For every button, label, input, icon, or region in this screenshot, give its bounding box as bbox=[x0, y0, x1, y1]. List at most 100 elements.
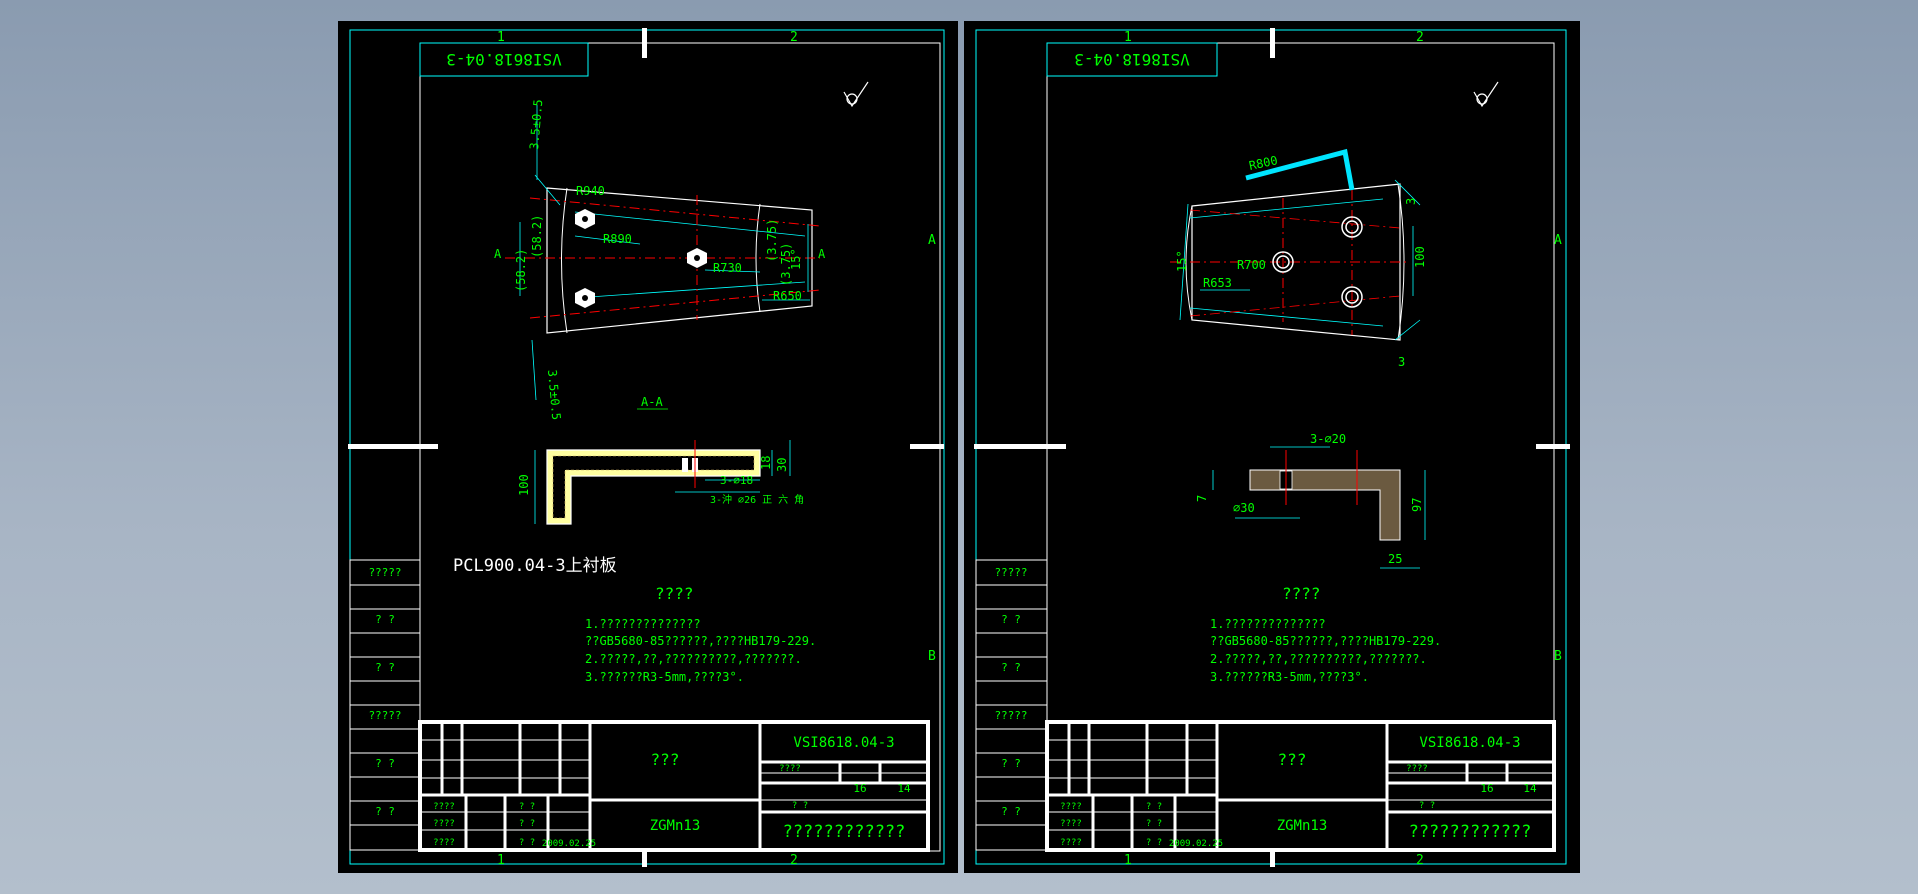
side-label: ? ? bbox=[375, 757, 395, 770]
side-label: ? ? bbox=[1001, 613, 1021, 626]
section-mark-a-right: A bbox=[818, 247, 826, 261]
side-label: ????? bbox=[994, 709, 1027, 722]
grid-label-col1-bottom: 1 bbox=[1124, 853, 1132, 868]
title-company: ???????????? bbox=[783, 822, 906, 842]
note-line-1: 1.?????????????? bbox=[585, 617, 701, 631]
grid-label-rowB: B bbox=[1554, 649, 1562, 664]
side-label: ? ? bbox=[375, 805, 395, 818]
notes-title: ???? bbox=[1282, 584, 1321, 603]
mirror-code-text: VSI8618.04-3 bbox=[446, 50, 562, 69]
side-label: ? ? bbox=[375, 661, 395, 674]
grid-mark-bottom bbox=[1270, 852, 1275, 867]
grid-mark-top bbox=[1270, 28, 1275, 58]
side-label: ????? bbox=[994, 566, 1027, 579]
grid-mark-left bbox=[348, 444, 438, 449]
dim-r890: R890 bbox=[603, 232, 632, 246]
sec-dim-h100: 100 bbox=[517, 474, 531, 496]
side-label: ????? bbox=[368, 566, 401, 579]
grid-mark-right bbox=[910, 444, 944, 449]
title-date: 2009.02.25 bbox=[1169, 839, 1223, 849]
title-material: ZGMn13 bbox=[650, 818, 701, 834]
notes-title: ???? bbox=[655, 584, 694, 603]
title-cell: ? ? bbox=[792, 801, 808, 811]
sec-dim-holes: 3-∅18 bbox=[720, 474, 753, 487]
dim-r730: R730 bbox=[713, 261, 742, 275]
title-cell: ???? bbox=[1406, 764, 1428, 774]
title-cell: ? ? bbox=[1146, 838, 1162, 848]
note-line-2: ??GB5680-85??????,????HB179-229. bbox=[585, 634, 816, 648]
title-weight: 14 bbox=[1523, 782, 1537, 795]
section-view-left: A-A 100 30 18 3-∅18 3-沖 ∅26 正 六 角 bbox=[517, 395, 804, 525]
sec-dim-w30: 30 bbox=[775, 458, 789, 472]
dim-100: 100 bbox=[1413, 246, 1427, 268]
title-quantity: 16 bbox=[1480, 782, 1493, 795]
dim-angle: 15° bbox=[1175, 250, 1189, 272]
grid-label-col1: 1 bbox=[497, 30, 505, 45]
dim-r653: R653 bbox=[1203, 276, 1232, 290]
title-cell: ? ? bbox=[519, 819, 535, 829]
title-cell: ? ? bbox=[1419, 801, 1435, 811]
dim-375-b: (3.75) bbox=[779, 243, 793, 286]
title-block: VSI8618.04-3 ??? ZGMn13 ???????????? 16 … bbox=[1045, 720, 1556, 852]
sec-dim-hex-holes: 3-沖 ∅26 正 六 角 bbox=[710, 493, 804, 506]
dim-r940: R940 bbox=[576, 184, 605, 198]
dim-375-a: (3.75) bbox=[765, 219, 779, 262]
dim-58-a: (58.2) bbox=[514, 249, 528, 292]
grid-label-col2-bottom: 2 bbox=[1416, 853, 1424, 868]
part-name: PCL900.04-3上衬板 bbox=[453, 556, 617, 576]
side-label-column: ????? ? ? ? ? ????? ? ? ? ? bbox=[349, 559, 421, 851]
side-label: ? ? bbox=[1001, 661, 1021, 674]
title-company: ???????????? bbox=[1409, 822, 1532, 842]
mirror-code-text: VSI8618.04-3 bbox=[1074, 50, 1190, 69]
title-weight: 14 bbox=[897, 782, 911, 795]
section-title: A-A bbox=[641, 395, 663, 409]
plan-view-left: 3.5±0.5 3.5±0.5 R940 R890 R730 R650 (58.… bbox=[494, 99, 826, 421]
grid-label-rowA: A bbox=[928, 233, 936, 248]
grid-mark-right bbox=[1536, 444, 1570, 449]
grid-label-col2: 2 bbox=[1416, 30, 1424, 45]
side-label-column: ????? ? ? ? ? ????? ? ? ? ? bbox=[975, 559, 1048, 851]
sec-dim-holes: 3-∅20 bbox=[1310, 432, 1346, 446]
note-line-4: 3.??????R3-5mm,????3°. bbox=[585, 670, 744, 684]
side-label: ????? bbox=[368, 709, 401, 722]
section-mark-a-left: A bbox=[494, 247, 502, 261]
dim-r650: R650 bbox=[773, 289, 802, 303]
roughness-check-icon bbox=[843, 81, 869, 108]
note-line-2: ??GB5680-85??????,????HB179-229. bbox=[1210, 634, 1441, 648]
title-cell: ? ? bbox=[1146, 819, 1162, 829]
title-cell: ???? bbox=[433, 819, 455, 829]
side-label: ? ? bbox=[375, 613, 395, 626]
title-part-name: ??? bbox=[651, 750, 680, 769]
drawing-sheet-right: 1 2 1 2 A B VSI8618.04-3 bbox=[964, 21, 1580, 873]
grid-mark-top bbox=[642, 28, 647, 58]
title-cell: ???? bbox=[779, 764, 801, 774]
title-cell: ? ? bbox=[519, 802, 535, 812]
sec-dim-w25: 25 bbox=[1388, 552, 1402, 566]
grid-label-col1-bottom: 1 bbox=[497, 853, 505, 868]
title-cell: ? ? bbox=[1146, 802, 1162, 812]
title-drawing-number: VSI8618.04-3 bbox=[793, 735, 894, 751]
note-line-3: 2.?????,??,??????????,???????. bbox=[585, 652, 802, 666]
dim-58-b: (58.2) bbox=[530, 215, 544, 258]
hex-hole-icon bbox=[687, 248, 707, 268]
bolt-hole-icon bbox=[1272, 251, 1294, 273]
title-drawing-number: VSI8618.04-3 bbox=[1419, 735, 1520, 751]
plan-view-right: R800 R700 R653 100 3 3 15° bbox=[1170, 148, 1427, 369]
note-line-4: 3.??????R3-5mm,????3°. bbox=[1210, 670, 1369, 684]
roughness-check-icon bbox=[1473, 81, 1499, 108]
grid-label-col1: 1 bbox=[1124, 30, 1132, 45]
note-line-1: 1.?????????????? bbox=[1210, 617, 1326, 631]
mirror-code-box bbox=[1046, 42, 1218, 77]
title-cell: ???? bbox=[433, 838, 455, 848]
section-view-right: 3-∅20 ∅30 7 97 25 bbox=[1195, 432, 1426, 569]
dim-r700: R700 bbox=[1237, 258, 1266, 272]
bolt-hole-icon bbox=[1341, 216, 1363, 238]
mirror-code-box bbox=[419, 42, 589, 77]
hex-hole-icon bbox=[575, 209, 595, 229]
dim-r800: R800 bbox=[1248, 153, 1279, 173]
title-cell: ???? bbox=[1060, 838, 1082, 848]
dim-3-top: 3 bbox=[1404, 198, 1418, 205]
title-block: VSI8618.04-3 ??? ZGMn13 ???????????? 16 … bbox=[418, 720, 930, 852]
